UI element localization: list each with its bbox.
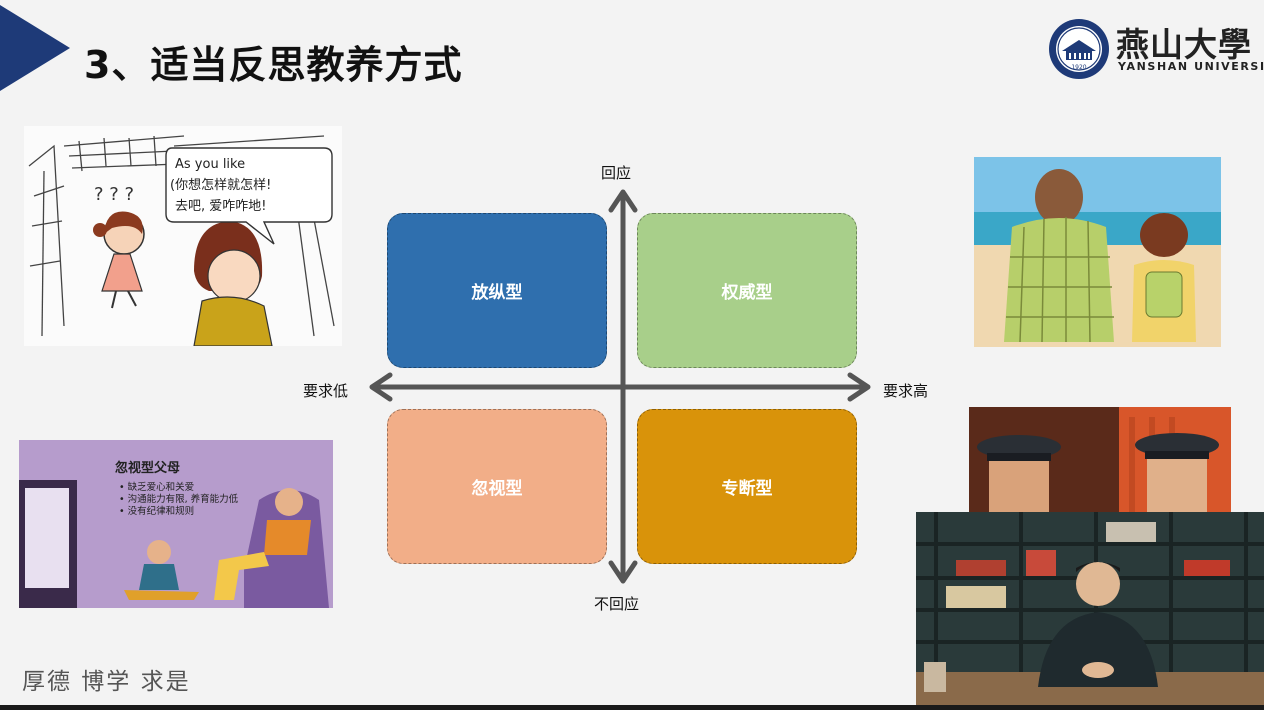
seal-year: 1920 <box>1071 64 1086 71</box>
father-son-beach-image <box>974 157 1221 347</box>
comic-illustration: ? ? ? As you like (你想怎样就怎样! 去吧, 爱咋咋地! <box>24 126 342 346</box>
axis-label-bottom: 不回应 <box>594 595 640 613</box>
university-logo: 1920 燕山大學 YANSHAN UNIVERSITY <box>1048 18 1264 80</box>
quadrant-neglectful: 忽视型 <box>387 409 607 564</box>
neglect-bullet-3: • 没有纪律和规则 <box>119 505 194 517</box>
university-name-cn: 燕山大學 <box>1116 25 1252 64</box>
axis-label-left: 要求低 <box>303 382 349 400</box>
neglect-panel-title: 忽视型父母 <box>115 460 180 476</box>
police-officers-image <box>969 407 1231 515</box>
header-triangle-decoration <box>0 5 70 91</box>
quadrant-authoritative: 权威型 <box>637 213 857 368</box>
quadrant-axes <box>369 189 871 584</box>
comic-speech-line1: As you like <box>175 157 245 172</box>
comic-speech-line3: 去吧, 爱咋咋地! <box>175 199 266 214</box>
bottom-bar <box>0 705 1264 710</box>
comic-question-marks: ? ? ? <box>94 184 134 205</box>
quadrant-authoritarian: 专断型 <box>637 409 857 564</box>
comic-speech-line2: (你想怎样就怎样! <box>170 177 271 193</box>
slide-title: 3、适当反思教养方式 <box>84 43 463 87</box>
quadrant-permissive: 放纵型 <box>387 213 607 368</box>
lecturer-video-feed <box>916 512 1264 705</box>
university-name-en: YANSHAN UNIVERSITY <box>1118 60 1264 73</box>
university-seal-icon: 1920 <box>1049 19 1109 79</box>
neglect-bullet-1: • 缺乏爱心和关爱 <box>119 481 194 493</box>
footer-motto: 厚德 博学 求是 <box>22 669 191 695</box>
axis-label-right: 要求高 <box>883 382 929 400</box>
axis-label-top: 回应 <box>601 164 632 182</box>
neglect-bullet-2: • 沟通能力有限, 养育能力低 <box>119 493 239 505</box>
neglect-parents-illustration: 忽视型父母 • 缺乏爱心和关爱 • 沟通能力有限, 养育能力低 • 没有纪律和规… <box>19 440 333 608</box>
